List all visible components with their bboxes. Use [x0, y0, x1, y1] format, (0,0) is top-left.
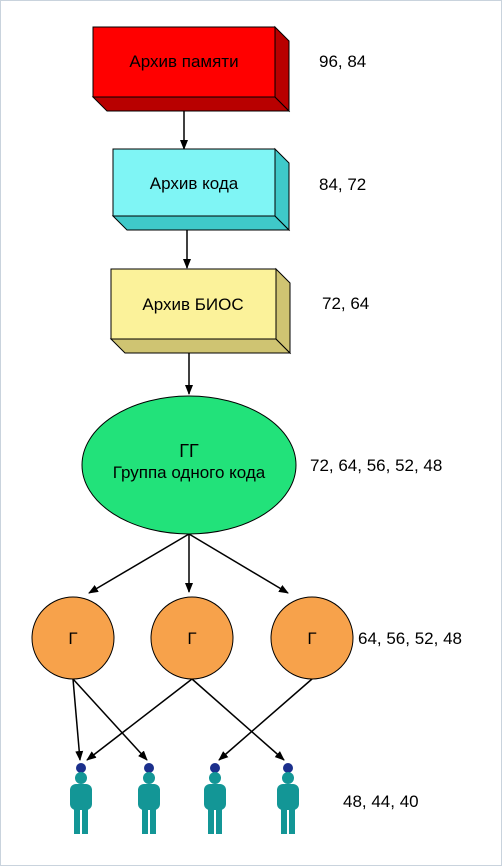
code-archive-range: 84, 72 — [319, 175, 366, 194]
arrow-group-to-g3 — [188, 533, 289, 594]
arrow-g3-to-person3 — [218, 678, 313, 761]
code-archive-face — [112, 148, 276, 217]
arrow-g2-to-person4 — [191, 678, 285, 761]
group-label-short: ГГ — [179, 441, 199, 461]
people-range: 48, 44, 40 — [343, 792, 419, 811]
g-node-1-label: Г — [68, 629, 77, 648]
g-node-3-label: Г — [307, 629, 316, 648]
bios-archive-box: Архив БИОС — [109, 267, 292, 355]
group-range: 72, 64, 56, 52, 48 — [310, 456, 442, 475]
g-nodes-range: 64, 56, 52, 48 — [358, 629, 462, 648]
group-label-full: Группа одного кода — [113, 463, 266, 482]
memory-archive-face — [92, 26, 276, 98]
arrow-g1-to-person2 — [72, 678, 148, 761]
bios-archive-range: 72, 64 — [322, 294, 369, 313]
arrow-group-to-g1 — [88, 533, 190, 594]
g-node-2-label: Г — [187, 629, 196, 648]
bios-archive-label: Архив БИОС — [142, 295, 243, 314]
person-icon — [70, 763, 92, 834]
code-archive-box: Архив кода — [111, 147, 291, 232]
arrow-g1-to-person1 — [72, 678, 84, 761]
person-icon — [277, 763, 299, 834]
code-archive-label: Архив кода — [150, 174, 239, 193]
memory-archive-box: Архив памяти — [91, 25, 291, 113]
person-icon — [204, 763, 226, 834]
person-icon — [138, 763, 160, 834]
arrow-g2-to-person1 — [86, 678, 193, 761]
memory-archive-label: Архив памяти — [129, 52, 238, 71]
bios-archive-face — [110, 268, 277, 340]
memory-archive-range: 96, 84 — [319, 52, 366, 71]
